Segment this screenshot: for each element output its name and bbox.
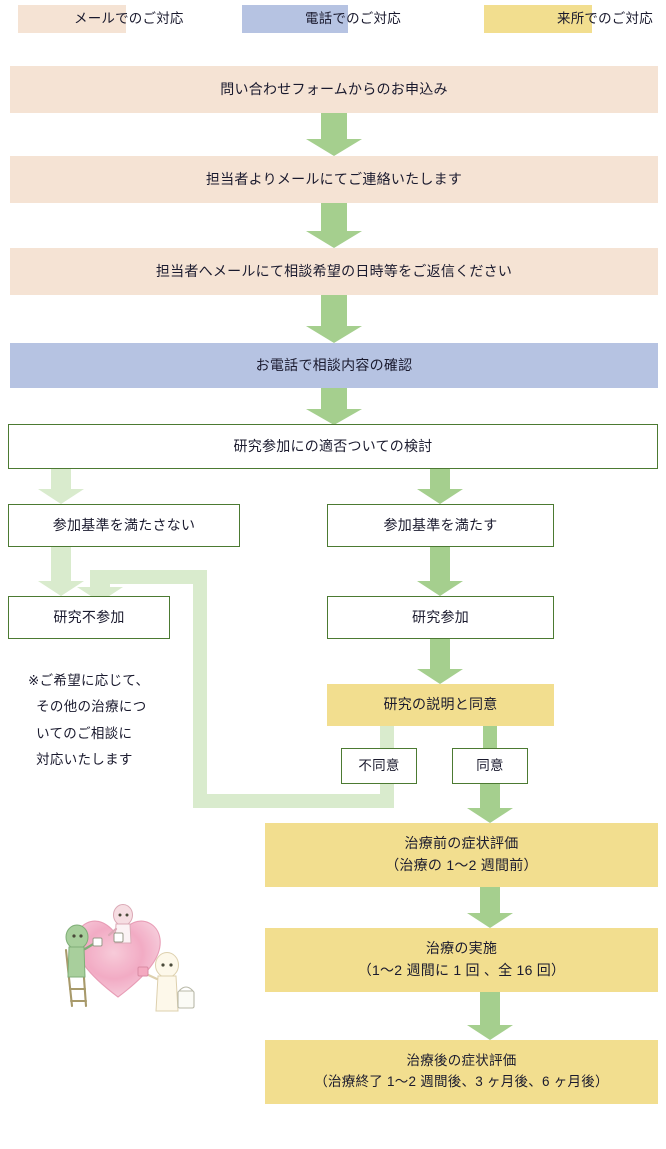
connector-consent-to-disagree	[380, 726, 394, 748]
node-treatment-implementation: 治療の実施 （1〜2 週間に 1 回 、全 16 回）	[265, 928, 658, 992]
node-non-participation-label: 研究不参加	[53, 608, 125, 625]
node-criteria-met: 参加基準を満たす	[327, 504, 554, 547]
arrow-criteria-met-to-participation	[417, 547, 463, 596]
node-criteria-met-label: 参加基準を満たす	[383, 516, 498, 533]
legend-label-phone: 電話でのご対応	[305, 11, 401, 26]
arrow-replymail-to-phonecheck	[306, 295, 362, 343]
node-disagree-label: 不同意	[358, 757, 400, 773]
node-consent-explanation: 研究の説明と同意	[327, 684, 554, 726]
node-agree: 同意	[452, 748, 528, 784]
node-pre-treatment-evaluation-line2: （治療の 1〜2 週間前）	[385, 857, 538, 873]
node-post-treatment-evaluation-line2: （治療終了 1〜2 週間後、3 ヶ月後、6 ヶ月後）	[314, 1074, 609, 1089]
node-inquiry-form: 問い合わせフォームからのお申込み	[10, 66, 658, 113]
node-participation-label: 研究参加	[412, 608, 469, 625]
node-post-treatment-evaluation-line1: 治療後の症状評価	[406, 1053, 517, 1069]
node-non-participation: 研究不参加	[8, 596, 170, 639]
node-criteria-not-met: 参加基準を満たさない	[8, 504, 240, 547]
legend-swatch-mail	[18, 5, 126, 33]
arrow-eligibility-to-not-eligible	[38, 469, 84, 504]
node-pre-treatment-evaluation: 治療前の症状評価 （治療の 1〜2 週間前）	[265, 823, 658, 887]
node-reply-schedule-email-label: 担当者へメールにて相談希望の日時等をご返信ください	[155, 262, 513, 279]
node-participation: 研究参加	[327, 596, 554, 639]
node-reply-schedule-email: 担当者へメールにて相談希望の日時等をご返信ください	[10, 248, 658, 295]
loopback-riser-right	[193, 570, 207, 808]
legend-swatch-visit	[484, 5, 592, 33]
node-pre-treatment-evaluation-line1: 治療前の症状評価	[404, 835, 519, 852]
node-agree-label: 同意	[476, 757, 504, 773]
arrow-agree-to-pre-evaluation	[467, 784, 513, 823]
node-inquiry-form-label: 問い合わせフォームからのお申込み	[220, 80, 448, 97]
node-phone-consultation-check: お電話で相談内容の確認	[10, 343, 658, 388]
arrow-participation-to-consent-explain	[417, 639, 463, 684]
arrow-staffmail-to-replymail	[306, 203, 362, 248]
arrow-phonecheck-to-eligibility	[306, 388, 362, 425]
heart-painting-illustration	[52, 893, 200, 1015]
node-treatment-implementation-line1: 治療の実施	[425, 940, 498, 957]
legend-label-visit: 来所でのご対応	[557, 11, 653, 26]
loopback-rail-bottom	[193, 794, 394, 808]
arrow-eligibility-to-eligible	[417, 469, 463, 504]
node-criteria-not-met-label: 参加基準を満たさない	[52, 516, 196, 533]
arrow-criteria-not-met-to-non-participation	[38, 547, 84, 596]
node-post-treatment-evaluation: 治療後の症状評価 （治療終了 1〜2 週間後、3 ヶ月後、6 ヶ月後）	[265, 1040, 658, 1104]
connector-consent-to-agree	[483, 726, 497, 748]
node-eligibility-review-label: 研究参加にの適否ついての検討	[233, 437, 433, 454]
optional-treatment-note: ※ご希望に応じて、 その他の治療につ いてのご相談に 対応いたします	[28, 673, 150, 767]
loopback-rail-top	[100, 570, 207, 584]
legend-label-mail: メールでのご対応	[74, 11, 184, 26]
node-disagree: 不同意	[341, 748, 417, 784]
arrow-inquiry-to-staffmail	[306, 113, 362, 156]
node-consent-explanation-label: 研究の説明と同意	[383, 696, 498, 713]
node-treatment-implementation-line2: （1〜2 週間に 1 回 、全 16 回）	[357, 962, 566, 978]
heart-painting-illustration-svg	[64, 904, 195, 1012]
node-staff-email-contact-label: 担当者よりメールにてご連絡いたします	[205, 170, 463, 187]
node-eligibility-review: 研究参加にの適否ついての検討	[8, 424, 658, 469]
arrow-treatment-to-post-evaluation	[467, 992, 513, 1040]
node-staff-email-contact: 担当者よりメールにてご連絡いたします	[10, 156, 658, 203]
node-phone-consultation-check-label: お電話で相談内容の確認	[255, 356, 413, 373]
arrow-pre-evaluation-to-treatment	[467, 887, 513, 928]
legend-swatch-phone	[242, 5, 348, 33]
